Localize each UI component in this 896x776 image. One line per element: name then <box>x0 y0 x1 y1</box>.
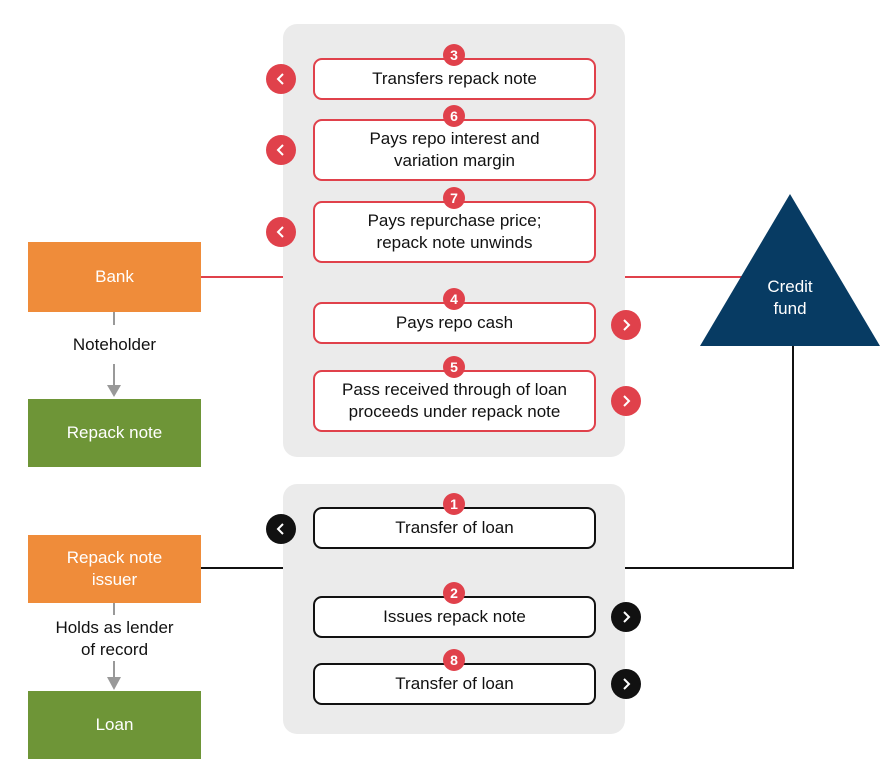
step-7-arrow <box>266 217 296 247</box>
step-3-badge: 3 <box>443 44 465 66</box>
step-5-text: Pass received through of loan proceeds u… <box>342 380 567 421</box>
step-3-arrow <box>266 64 296 94</box>
loan-label: Loan <box>95 715 134 734</box>
repack-issuer-label: Repack note issuer <box>66 548 163 589</box>
step-2-text: Issues repack note <box>383 607 526 626</box>
step-1-badge: 1 <box>443 493 465 515</box>
step-7-badge: 7 <box>443 187 465 209</box>
step-6-arrow <box>266 135 296 165</box>
bank-label: Bank <box>95 267 134 286</box>
step-8-box: Transfer of loan <box>313 663 596 705</box>
lender-arrow-head <box>107 677 121 690</box>
step-7-text: Pays repurchase price; repack note unwin… <box>367 211 542 252</box>
step-2-arrow <box>611 602 641 632</box>
chevron-left-icon <box>276 73 284 85</box>
bank-node: Bank <box>28 242 201 312</box>
step-8-text: Transfer of loan <box>395 674 514 693</box>
step-5-arrow <box>611 386 641 416</box>
step-6-box: Pays repo interest and variation margin <box>313 119 596 181</box>
chevron-right-icon <box>623 395 631 407</box>
step-3-text: Transfers repack note <box>372 69 537 88</box>
holds-as-lender-label: Holds as lender of record <box>55 618 174 659</box>
step-1-arrow <box>266 514 296 544</box>
step-5-badge: 5 <box>443 356 465 378</box>
repack-note-node: Repack note <box>28 399 201 467</box>
repack-note-label: Repack note <box>66 423 163 442</box>
repack-issuer-node: Repack note issuer <box>28 535 201 603</box>
noteholder-label: Noteholder <box>72 335 157 354</box>
chevron-right-icon <box>623 678 631 690</box>
chevron-right-icon <box>623 611 631 623</box>
chevron-right-icon <box>623 319 631 331</box>
credit-fund-label: Credit fund <box>767 277 813 318</box>
step-4-badge: 4 <box>443 288 465 310</box>
loan-node: Loan <box>28 691 201 759</box>
step-4-arrow <box>611 310 641 340</box>
step-8-arrow <box>611 669 641 699</box>
chevron-left-icon <box>276 144 284 156</box>
step-1-text: Transfer of loan <box>395 518 514 537</box>
panel-to-fund-line-lower <box>625 346 794 569</box>
chevron-left-icon <box>276 523 284 535</box>
step-7-box: Pays repurchase price; repack note unwin… <box>313 201 596 263</box>
credit-fund-triangle <box>700 194 880 346</box>
step-5-box: Pass received through of loan proceeds u… <box>313 370 596 432</box>
step-8-badge: 8 <box>443 649 465 671</box>
step-2-badge: 2 <box>443 582 465 604</box>
noteholder-arrow-head <box>107 385 121 397</box>
step-4-text: Pays repo cash <box>395 313 514 332</box>
step-6-text: Pays repo interest and variation margin <box>369 129 540 170</box>
chevron-left-icon <box>276 226 284 238</box>
step-6-badge: 6 <box>443 105 465 127</box>
